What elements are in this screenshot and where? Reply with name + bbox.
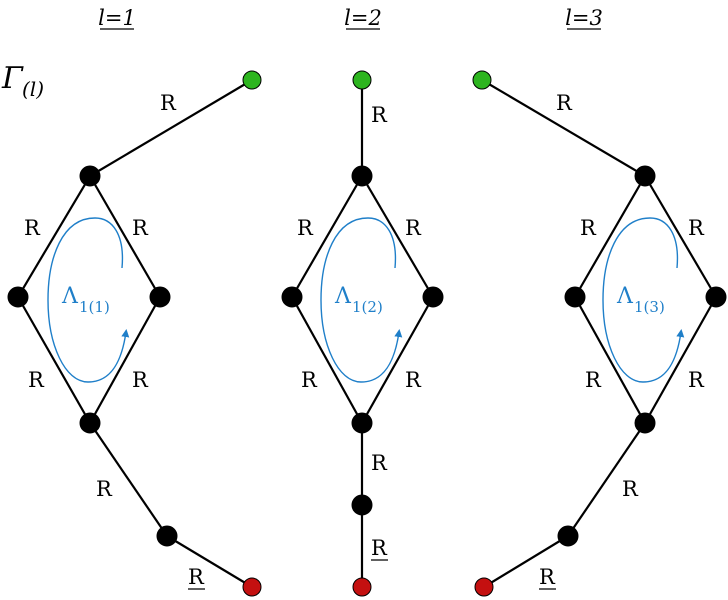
header-l3: l=3 bbox=[565, 6, 603, 30]
loop-arrow bbox=[602, 217, 685, 383]
edge-label-underlined: R bbox=[371, 536, 388, 560]
gamma-symbol: Γ bbox=[1, 61, 24, 96]
edge-label: R bbox=[132, 216, 149, 240]
node bbox=[422, 286, 444, 308]
node bbox=[351, 412, 373, 434]
source-node bbox=[352, 70, 372, 90]
header-l3-label: l=3 bbox=[565, 6, 603, 30]
edge-label: R bbox=[622, 477, 639, 501]
edge bbox=[361, 296, 434, 424]
edge-label: R bbox=[585, 368, 602, 392]
node bbox=[79, 412, 101, 434]
node bbox=[351, 165, 373, 187]
edge bbox=[89, 175, 161, 298]
edge bbox=[89, 296, 161, 424]
node bbox=[156, 525, 178, 547]
sink-node bbox=[474, 577, 494, 597]
edge bbox=[361, 175, 434, 298]
node bbox=[79, 165, 101, 187]
edge bbox=[481, 79, 646, 177]
edge bbox=[574, 175, 646, 298]
node bbox=[564, 286, 586, 308]
edge-label: R bbox=[556, 91, 573, 115]
edge bbox=[567, 422, 646, 537]
edge-label: R bbox=[301, 368, 318, 392]
loop-label-subscript: 1(1) bbox=[79, 298, 110, 316]
graph-l3: R R R R R R R Λ 1(3) bbox=[472, 70, 727, 597]
edge bbox=[574, 296, 646, 424]
gamma-label: Γ (l) bbox=[1, 61, 44, 101]
edge bbox=[17, 175, 91, 298]
node bbox=[557, 525, 579, 547]
source-node bbox=[472, 70, 492, 90]
node bbox=[351, 494, 373, 516]
graph-l2: R R R R R R R Λ 1(2) bbox=[281, 70, 444, 597]
edge-label: R bbox=[405, 216, 422, 240]
edge-label-underlined: R bbox=[539, 565, 556, 589]
sink-node bbox=[352, 577, 372, 597]
edge-label: R bbox=[132, 368, 149, 392]
header-l1-label: l=1 bbox=[98, 6, 136, 30]
edge bbox=[166, 535, 253, 588]
edge-label-underlined: R bbox=[188, 565, 205, 589]
node bbox=[7, 286, 29, 308]
loop-label-symbol: Λ bbox=[61, 284, 79, 309]
loop-arrow bbox=[47, 217, 130, 383]
edge bbox=[644, 175, 717, 298]
loop-arrow bbox=[320, 217, 403, 383]
node bbox=[149, 286, 171, 308]
loop-label-subscript: 1(2) bbox=[352, 298, 383, 316]
edge-label: R bbox=[24, 216, 41, 240]
edge bbox=[483, 535, 569, 588]
edge bbox=[291, 296, 363, 424]
edge-label: R bbox=[688, 216, 705, 240]
header-l1: l=1 bbox=[98, 6, 136, 30]
node bbox=[634, 165, 656, 187]
edge-label: R bbox=[580, 216, 597, 240]
edge-label: R bbox=[371, 451, 388, 475]
node bbox=[634, 412, 656, 434]
edge bbox=[89, 422, 168, 537]
edge-label: R bbox=[28, 368, 45, 392]
sink-node bbox=[242, 577, 262, 597]
node bbox=[705, 286, 727, 308]
node bbox=[281, 286, 303, 308]
edge-label: R bbox=[297, 216, 314, 240]
edge-label: R bbox=[96, 477, 113, 501]
source-node bbox=[242, 70, 262, 90]
edge bbox=[17, 296, 91, 424]
edge-label: R bbox=[688, 368, 705, 392]
edge-label: R bbox=[405, 368, 422, 392]
gamma-subscript: (l) bbox=[22, 77, 44, 101]
graph-l1: R R R R R R R Λ 1(1) bbox=[7, 70, 262, 597]
loop-label-symbol: Λ bbox=[334, 284, 352, 309]
header-l2-label: l=2 bbox=[344, 6, 382, 30]
edge-label: R bbox=[160, 91, 177, 115]
edge bbox=[291, 175, 363, 298]
edge bbox=[89, 79, 253, 177]
loop-label-symbol: Λ bbox=[616, 284, 634, 309]
edge-label: R bbox=[371, 103, 388, 127]
edge bbox=[644, 296, 717, 424]
header-l2: l=2 bbox=[344, 6, 382, 30]
loop-label-subscript: 1(3) bbox=[634, 298, 665, 316]
